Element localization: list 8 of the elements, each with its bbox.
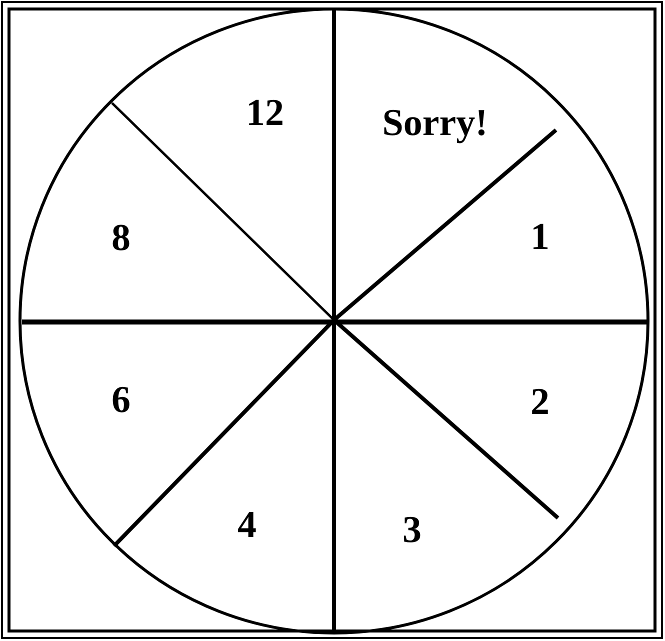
sector-label: 8 [112,219,130,257]
sector-label: 1 [530,218,550,256]
sector-label: 12 [246,94,284,132]
sector-label: 4 [238,506,256,544]
sector-label: 6 [112,381,130,419]
sector-label: 2 [530,383,550,421]
sector-label: 3 [402,511,422,549]
sector-label: Sorry! [382,104,488,142]
